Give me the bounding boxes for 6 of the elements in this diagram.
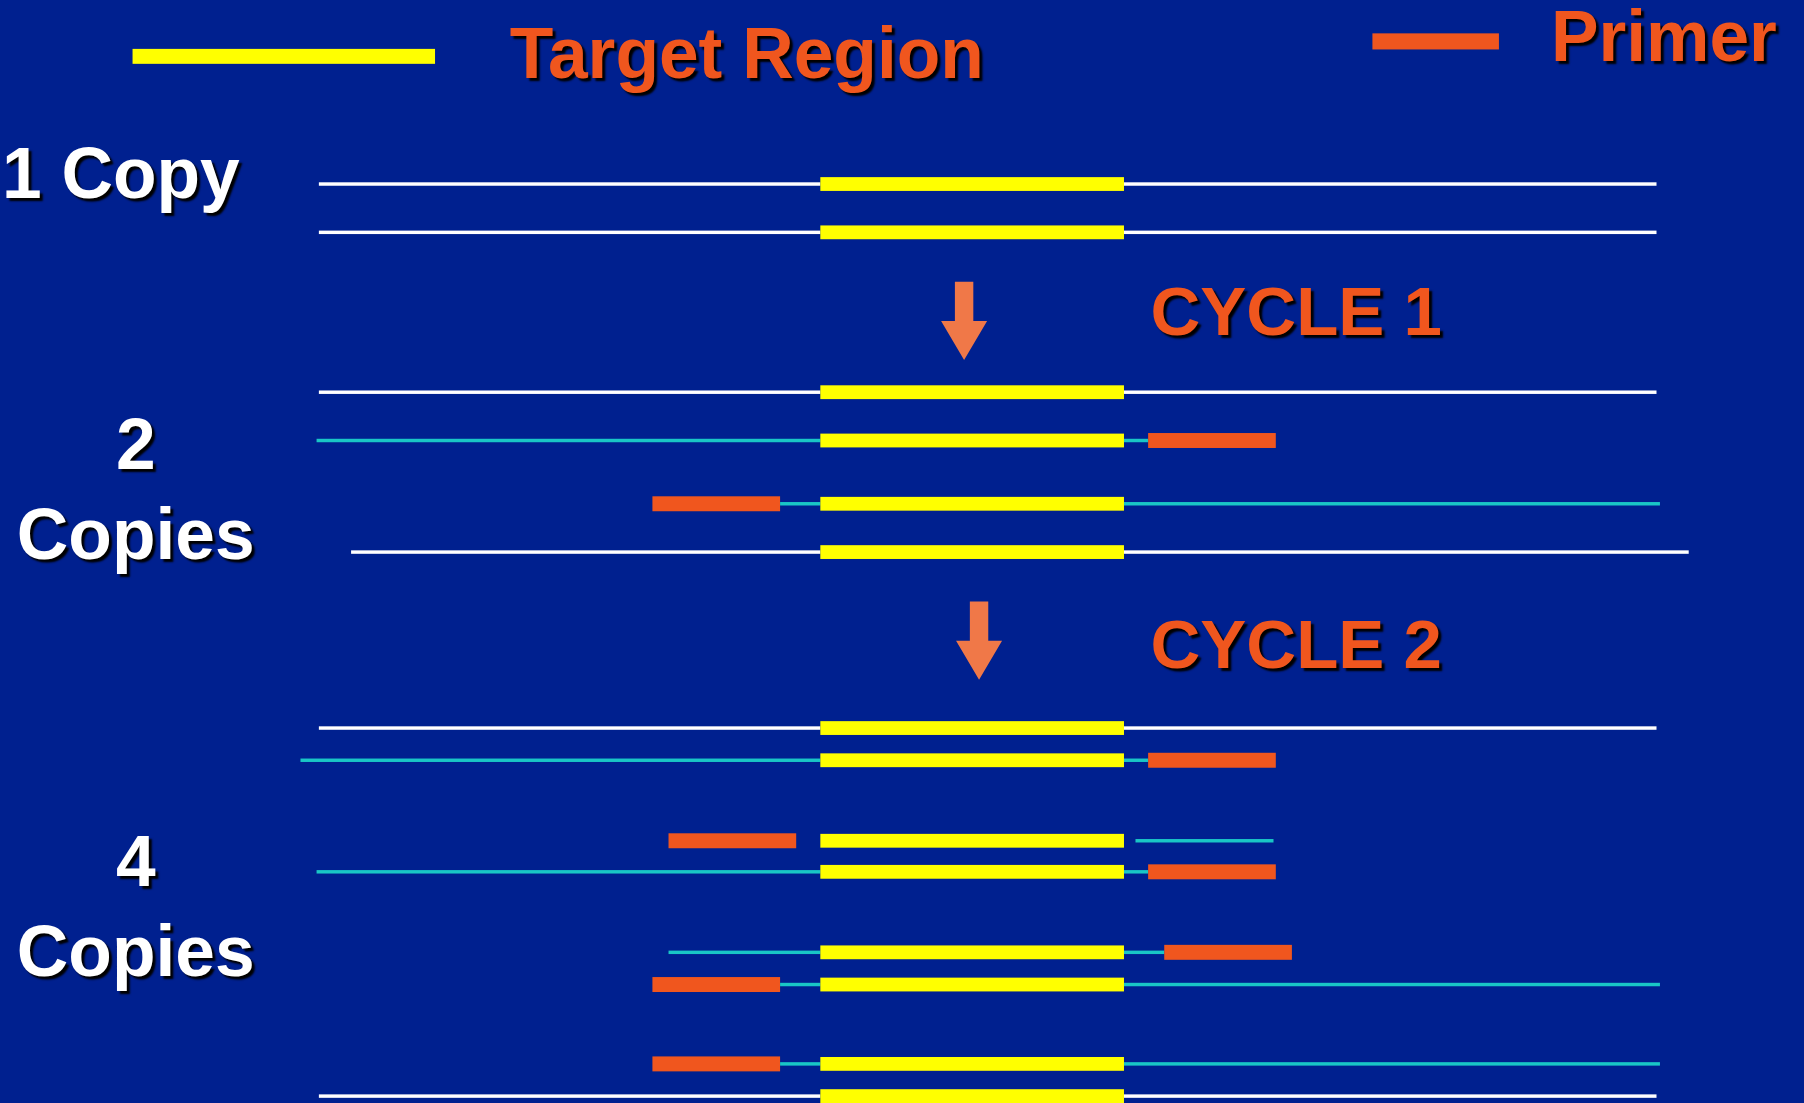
cycle-label: CYCLE 1	[1150, 273, 1442, 350]
legend-label: Primer	[1550, 1, 1777, 73]
cycle-label: CYCLE 2	[1150, 607, 1442, 684]
copy-count-label: 4 Copies	[15, 819, 256, 993]
copy-count-label: 1 Copy	[0, 131, 241, 215]
copy-count-label: 2 Copies	[15, 403, 256, 577]
